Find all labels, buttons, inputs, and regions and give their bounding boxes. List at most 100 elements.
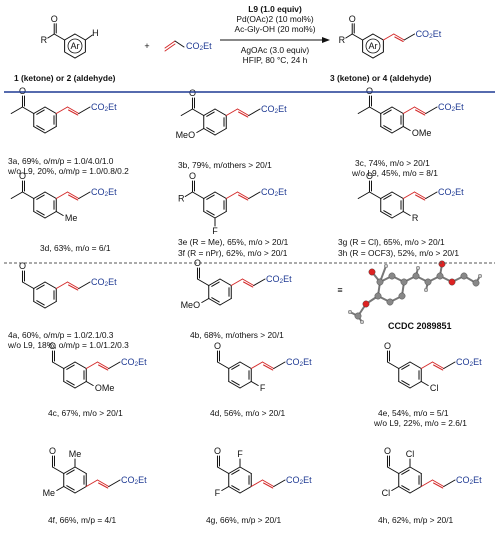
methyl-bond (180, 108, 193, 116)
vinyl-double-bond (238, 111, 249, 118)
ring-bond (398, 486, 411, 494)
reagent-ester-bond (174, 40, 185, 48)
condition-oxidant: AgOAc (3.0 equiv) (240, 45, 310, 55)
fluoro-label: F (215, 488, 221, 498)
ring-double-bond (36, 194, 45, 200)
vinyl-double-bond (433, 482, 444, 489)
ring-double-bond (383, 125, 392, 131)
r-group-label: R (178, 194, 185, 204)
substituent-bond (402, 211, 411, 216)
entry-4f-line1: 4f, 66%, m/p = 4/1 (48, 515, 117, 525)
vinyl-double-bond (394, 36, 404, 42)
ring-double-bond (206, 194, 215, 200)
crystal-atom (386, 298, 394, 306)
substituent-bond (85, 381, 94, 386)
ring-double-bond (231, 485, 240, 491)
entry-3c-line1: 3c, 74%, m/o > 20/1 (355, 158, 430, 168)
ring-bond (203, 211, 216, 219)
ring-bond (208, 298, 221, 306)
entry-4e-line2: w/o L9, 22%, m/o = 2.6/1 (374, 418, 467, 428)
ring-double-bond (401, 485, 410, 491)
vinyl-double-bond (415, 109, 426, 116)
ring-bond (44, 191, 57, 199)
crystal-atom (398, 292, 406, 300)
hydrogen-label: H (92, 28, 99, 38)
ring-double-bond (36, 300, 45, 306)
ester-label: CO2Et (261, 104, 287, 115)
crystal-atom (460, 272, 468, 280)
ring-bond (44, 211, 57, 219)
ring-double-bond (231, 380, 240, 386)
ring-bond (44, 106, 57, 114)
ester-bond (78, 106, 91, 114)
vinyl-bond (237, 108, 250, 116)
vinyl-double-bond (238, 194, 249, 201)
ring-bond (203, 108, 216, 116)
ring-bond (398, 361, 411, 369)
oxygen-label: O (214, 446, 221, 456)
ring-bond (214, 211, 227, 219)
oxygen-label: O (384, 446, 391, 456)
crystal-atom (412, 272, 420, 280)
carbonyl-bond (191, 191, 205, 199)
oxygen-label: O (366, 171, 373, 181)
carbonyl-bond (21, 281, 35, 289)
chloro-label: Cl (406, 449, 415, 459)
ring-bond (239, 466, 252, 474)
ring-bond (398, 381, 411, 389)
ring-bond (63, 466, 76, 474)
vinyl-bond (85, 479, 99, 487)
carbonyl-bond (53, 33, 66, 41)
vinyl-bond (225, 191, 239, 199)
crystal-atom (424, 288, 429, 293)
entry-3e-line1: 3e (R = Me), 65%, m/o > 20/1 (178, 237, 289, 247)
ring-bond (228, 486, 241, 494)
entry-3a-line1: 3a, 69%, o/m/p = 1.0/4.0/1.0 (8, 156, 114, 166)
ester-label: CO2Et (286, 357, 312, 368)
ring-double-bond (383, 194, 392, 200)
substituent-bond (55, 211, 64, 216)
ring-bond (44, 301, 57, 309)
carbonyl-bond (21, 191, 35, 199)
entry-3b-line1: 3b, 79%, m/others > 20/1 (178, 160, 272, 170)
reagent-vinyl-double-bond (164, 43, 176, 52)
vinyl-double-bond (98, 364, 109, 371)
arene-label: Ar (71, 41, 80, 51)
vinyl-double-bond (98, 482, 109, 489)
crystal-atom (436, 272, 444, 280)
r-group-label: R (41, 35, 48, 45)
oxygen-label: O (189, 88, 196, 98)
methyl-label: Me (65, 213, 78, 223)
crystal-atom (368, 268, 376, 276)
ring-bond (380, 191, 393, 199)
substituent-bond (196, 128, 205, 133)
vinyl-bond (414, 191, 427, 199)
fluoro-label: F (212, 226, 218, 236)
crystal-atom (416, 266, 421, 271)
ring-bond (44, 281, 57, 289)
ring-bond (33, 211, 46, 219)
ester-label: CO2Et (91, 102, 117, 113)
crystal-atom (354, 312, 362, 320)
crystal-atom (448, 278, 456, 286)
ester-bond (253, 278, 266, 286)
carbonyl-bond (51, 361, 65, 369)
ester-bond (248, 108, 261, 116)
ring-bond (33, 191, 46, 199)
vinyl-bond (237, 191, 250, 199)
condition-solvent: HFIP, 80 °C, 24 h (242, 55, 308, 65)
ring-bond (203, 128, 216, 136)
crystal-atom (362, 300, 370, 308)
ring-bond (33, 301, 46, 309)
ring-double-bond (36, 109, 45, 115)
methyl-bond (357, 191, 370, 199)
ester-label: CO2Et (121, 357, 147, 368)
methyl-bond (10, 191, 23, 199)
ester-label: CO2Et (266, 274, 292, 285)
ring-double-bond (36, 125, 45, 131)
vinyl-bond (55, 106, 69, 114)
ring-double-bond (66, 364, 75, 370)
ring-bond (63, 486, 76, 494)
ester-label: CO2Et (438, 187, 464, 198)
ring-bond (398, 466, 411, 474)
